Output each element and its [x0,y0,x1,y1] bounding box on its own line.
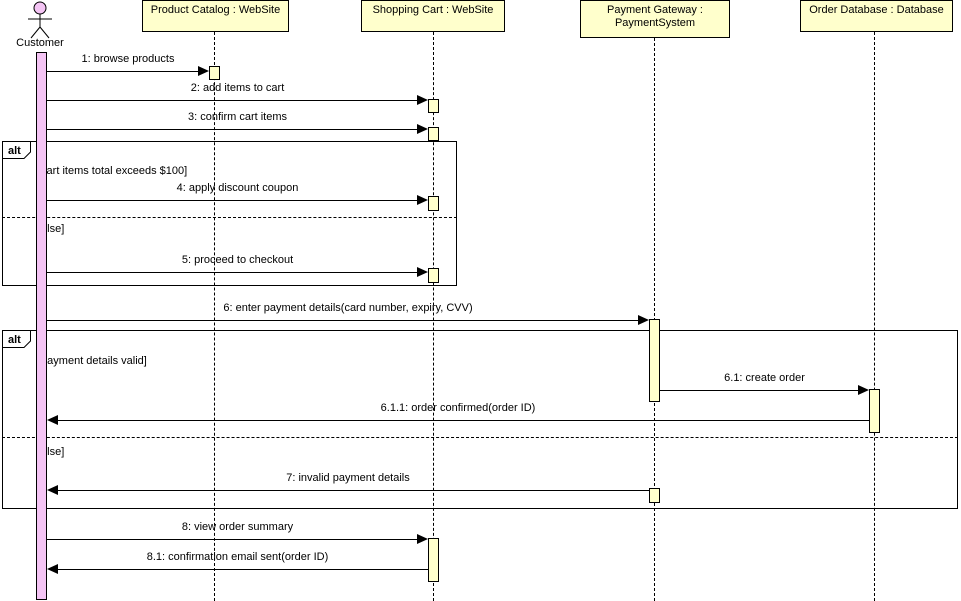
message-label-add-items: 2: add items to cart [190,82,285,94]
activation-order-database [869,389,880,433]
lifeline-head-shopping-cart: Shopping Cart : WebSite [361,0,505,32]
message-label-confirmation-email: 8.1: confirmation email sent(order ID) [146,551,329,563]
alt-fragment-discount-divider [2,217,457,218]
guard-cart-total: [cart items total exceeds $100] [38,165,188,177]
message-line-view-summary [47,539,417,540]
message-line-confirmation-email [58,569,428,570]
alt-fragment-discount [2,141,457,286]
arrowhead-right-icon [417,267,428,277]
alt-fragment-payment [2,330,958,509]
message-label-confirm-cart: 3: confirm cart items [187,111,288,123]
activation-product-catalog [209,66,220,80]
message-label-invalid-payment: 7: invalid payment details [286,472,410,484]
message-line-add-items [47,100,417,101]
activation-shopping-cart-1 [428,99,439,113]
message-line-invalid-payment [58,490,649,491]
lifeline-head-product-catalog: Product Catalog : WebSite [142,0,289,32]
arrowhead-right-icon [417,195,428,205]
activation-shopping-cart-2 [428,127,439,141]
alt-fragment-discount-operator: alt [8,145,21,157]
alt-fragment-discount-operator-shape: alt [2,141,31,159]
arrowhead-right-icon [417,534,428,544]
arrowhead-right-icon [858,385,869,395]
alt-fragment-payment-divider [2,437,958,438]
message-line-apply-coupon [47,200,417,201]
activation-payment-gateway-2 [649,488,660,503]
guard-payment-valid: [payment details valid] [38,355,147,367]
activation-customer [36,52,47,600]
arrowhead-left-icon [47,415,58,425]
activation-shopping-cart-3 [428,196,439,211]
alt-fragment-payment-operator-shape: alt [2,330,31,348]
message-label-view-summary: 8: view order summary [181,521,294,533]
message-line-confirm-cart [47,129,417,130]
message-line-order-confirmed [58,420,869,421]
lifeline-head-order-database: Order Database : Database [800,0,953,32]
message-line-create-order [660,390,858,391]
message-label-order-confirmed: 6.1.1: order confirmed(order ID) [380,402,536,414]
message-label-apply-coupon: 4: apply discount coupon [176,182,299,194]
message-line-browse-products [47,71,198,72]
message-line-enter-payment [47,320,638,321]
lifeline-order-database [874,32,875,601]
arrowhead-right-icon [417,124,428,134]
message-label-proceed-checkout: 5: proceed to checkout [181,254,294,266]
activation-shopping-cart-4 [428,268,439,283]
message-line-proceed-checkout [47,272,417,273]
actor-customer-icon [28,1,52,39]
arrowhead-right-icon [638,315,649,325]
message-label-create-order: 6.1: create order [724,372,805,384]
arrowhead-right-icon [417,95,428,105]
arrowhead-right-icon [198,66,209,76]
arrowhead-left-icon [47,564,58,574]
lifeline-product-catalog [214,32,215,601]
arrowhead-left-icon [47,485,58,495]
activation-shopping-cart-5 [428,538,439,582]
lifeline-shopping-cart [433,32,434,601]
lifeline-head-payment-gateway: Payment Gateway : PaymentSystem [580,0,730,38]
message-label-enter-payment: 6: enter payment details(card number, ex… [223,302,473,314]
alt-fragment-payment-operator: alt [8,334,21,346]
actor-customer-label: Customer [16,37,64,49]
message-label-browse-products: 1: browse products [81,53,175,65]
activation-payment-gateway-1 [649,319,660,402]
